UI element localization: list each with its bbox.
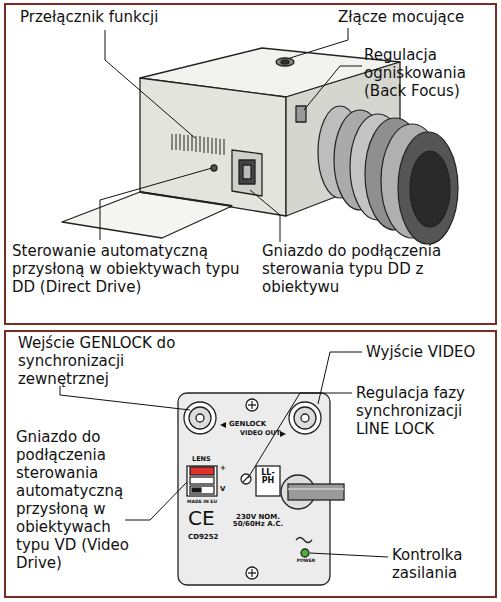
callout-label: Wyjście VIDEO [366,343,496,361]
callout-label: Gniazdo do podłączenia sterowania typu D… [262,242,467,296]
device-marking: LENS [192,456,222,463]
callout-label: Złącze mocujące [338,8,488,26]
device-marking: MADE IN EU [187,500,227,505]
device-marking: CE [188,508,228,529]
device-marking: VIDEO OUT [240,430,284,437]
back-plate [178,393,344,585]
panel-frame: Wejście GENLOCK do synchronizacji zewnęt… [4,330,497,598]
callout-label: Regulacja fazy synchronizacji LINE LOCK [356,384,491,438]
callout-label: Przełącznik funkcji [20,8,220,26]
device-marking: + [220,465,228,472]
device-marking: CD9252 [188,534,228,541]
callout-label: Sterowanie automatyczną przysłoną w obie… [12,242,244,296]
callout-label: Kontrolka zasilania [392,546,492,582]
callout-label: Gniazdo do podłączenia sterowania automa… [16,428,138,572]
leader-lines-top [100,28,362,242]
device-marking: GENLOCK [229,421,279,428]
device-marking: 230V NOM. 50/60Hz A.C. [232,514,284,529]
device-marking: V [220,486,228,493]
device-marking: POWER [293,559,319,564]
camera-body [62,48,400,238]
camera-lens [318,105,458,244]
callout-label: Regulacja ogniskowania (Back Focus) [364,46,489,100]
callout-label: Wejście GENLOCK do synchronizacji zewnęt… [18,334,183,388]
panel-frame: Przełącznik funkcji Złącze mocująceRegula… [4,3,497,325]
device-marking: LL-PH [258,469,278,486]
